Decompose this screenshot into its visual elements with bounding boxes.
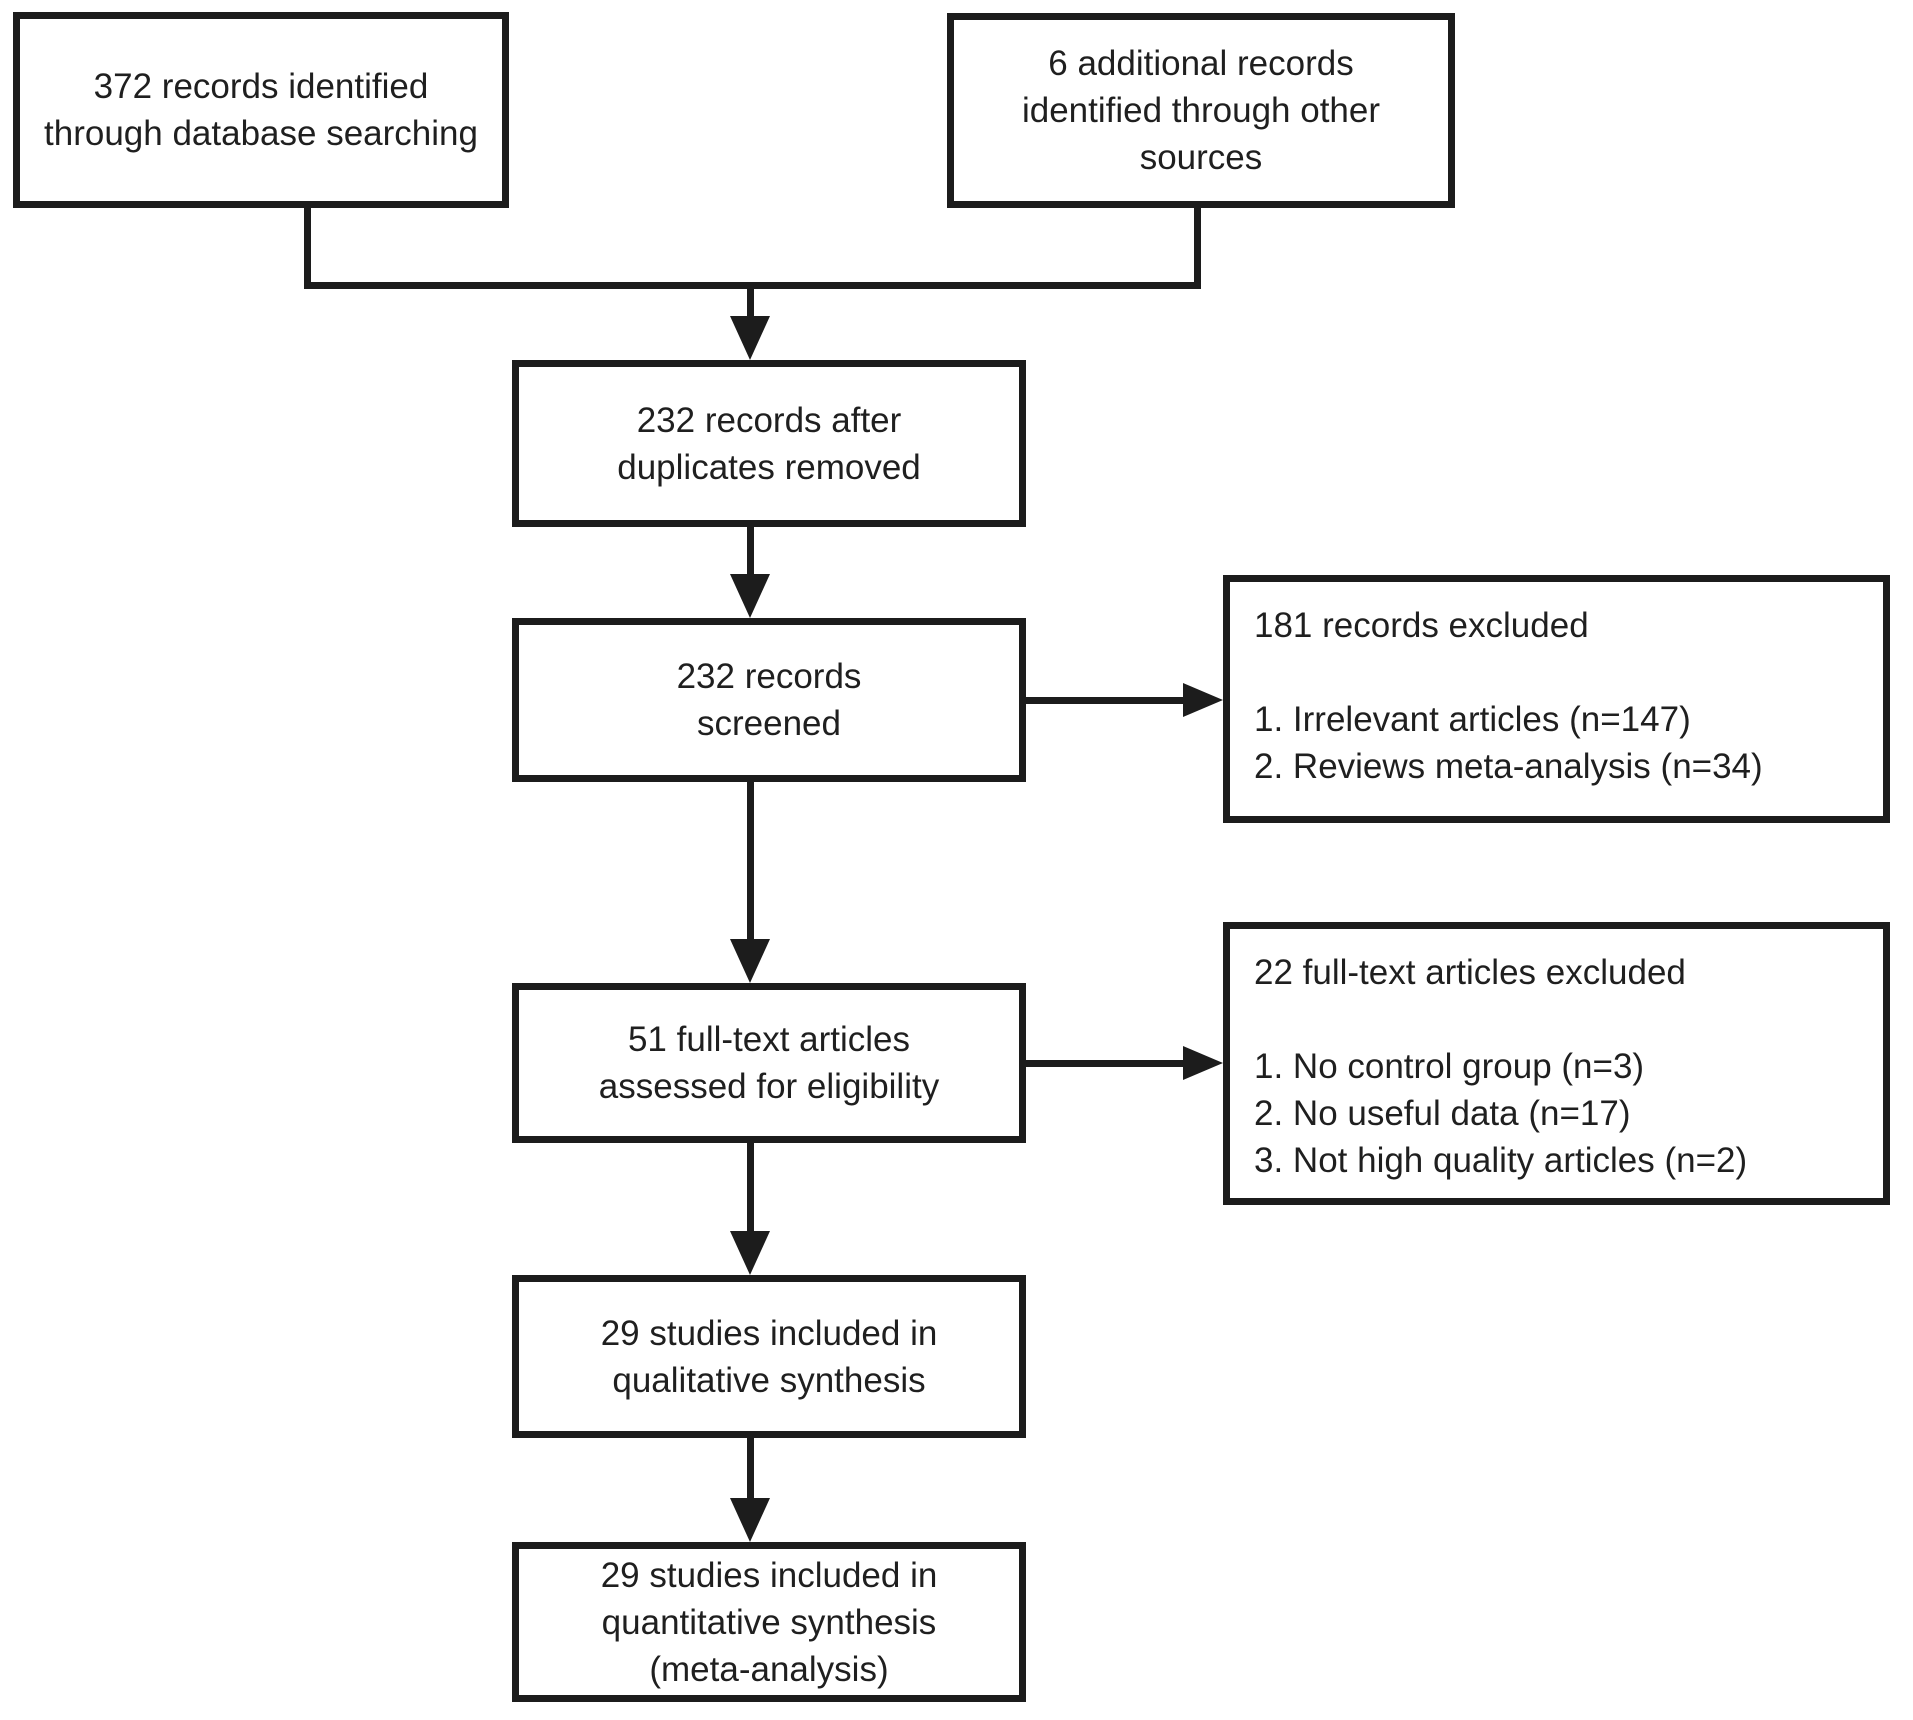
fulltext-excluded-spacer	[1254, 996, 1865, 1043]
box-fulltext-assessed-label: 51 full-text articles assessed for eligi…	[598, 1020, 940, 1106]
records-excluded-heading: 181 records excluded	[1254, 606, 1589, 645]
arrow-down-to-qualitative-icon	[730, 1231, 770, 1275]
box-qualitative-synthesis: 29 studies included in qualitative synth…	[512, 1275, 1026, 1438]
box-fulltext-assessed: 51 full-text articles assessed for eligi…	[512, 983, 1026, 1143]
box-identified-other: 6 additional records identified through …	[947, 13, 1455, 208]
arrow-right-to-fulltext-excluded-icon	[1183, 1046, 1223, 1080]
arrow-down-to-fulltext-icon	[730, 939, 770, 983]
arrow-right-to-records-excluded-icon	[1183, 683, 1223, 717]
box-records-screened: 232 records screened	[512, 618, 1026, 782]
records-excluded-spacer	[1254, 649, 1865, 696]
box-records-screened-label: 232 records screened	[676, 657, 862, 743]
connector-from-database-box	[304, 204, 311, 289]
fulltext-excluded-heading: 22 full-text articles excluded	[1254, 953, 1686, 992]
box-duplicates-removed: 232 records after duplicates removed	[512, 360, 1026, 527]
box-qualitative-synthesis-label: 29 studies included in qualitative synth…	[600, 1313, 938, 1400]
box-records-excluded: 181 records excluded 1. Irrelevant artic…	[1223, 575, 1890, 823]
fulltext-excluded-item: 2. No useful data (n=17)	[1254, 1094, 1631, 1133]
connector-stem-to-quantitative	[747, 1436, 754, 1501]
arrow-down-to-duplicates-icon	[730, 316, 770, 360]
box-quantitative-synthesis-label: 29 studies included in quantitative synt…	[600, 1555, 938, 1689]
records-excluded-item: 2. Reviews meta-analysis (n=34)	[1254, 747, 1763, 786]
box-identified-database-label: 372 records identified through database …	[44, 67, 478, 153]
box-quantitative-synthesis: 29 studies included in quantitative synt…	[512, 1542, 1026, 1702]
box-duplicates-removed-label: 232 records after duplicates removed	[617, 400, 921, 487]
connector-stem-to-fulltext	[747, 780, 754, 942]
arrow-down-to-quantitative-icon	[730, 1498, 770, 1542]
connector-stem-to-screened	[747, 525, 754, 577]
box-identified-other-label: 6 additional records identified through …	[1021, 44, 1381, 177]
box-fulltext-excluded: 22 full-text articles excluded 1. No con…	[1223, 922, 1890, 1205]
connector-stem-to-qualitative	[747, 1141, 754, 1234]
connector-stem-to-duplicates	[747, 282, 754, 322]
box-identified-database: 372 records identified through database …	[13, 12, 509, 208]
connector-stem-to-fulltext-excluded	[1024, 1060, 1186, 1067]
arrow-down-to-screened-icon	[730, 574, 770, 618]
fulltext-excluded-item: 1. No control group (n=3)	[1254, 1047, 1645, 1086]
connector-stem-to-records-excluded	[1024, 697, 1186, 704]
fulltext-excluded-item: 3. Not high quality articles (n=2)	[1254, 1141, 1748, 1180]
records-excluded-item: 1. Irrelevant articles (n=147)	[1254, 700, 1691, 739]
connector-from-other-box	[1194, 204, 1201, 289]
